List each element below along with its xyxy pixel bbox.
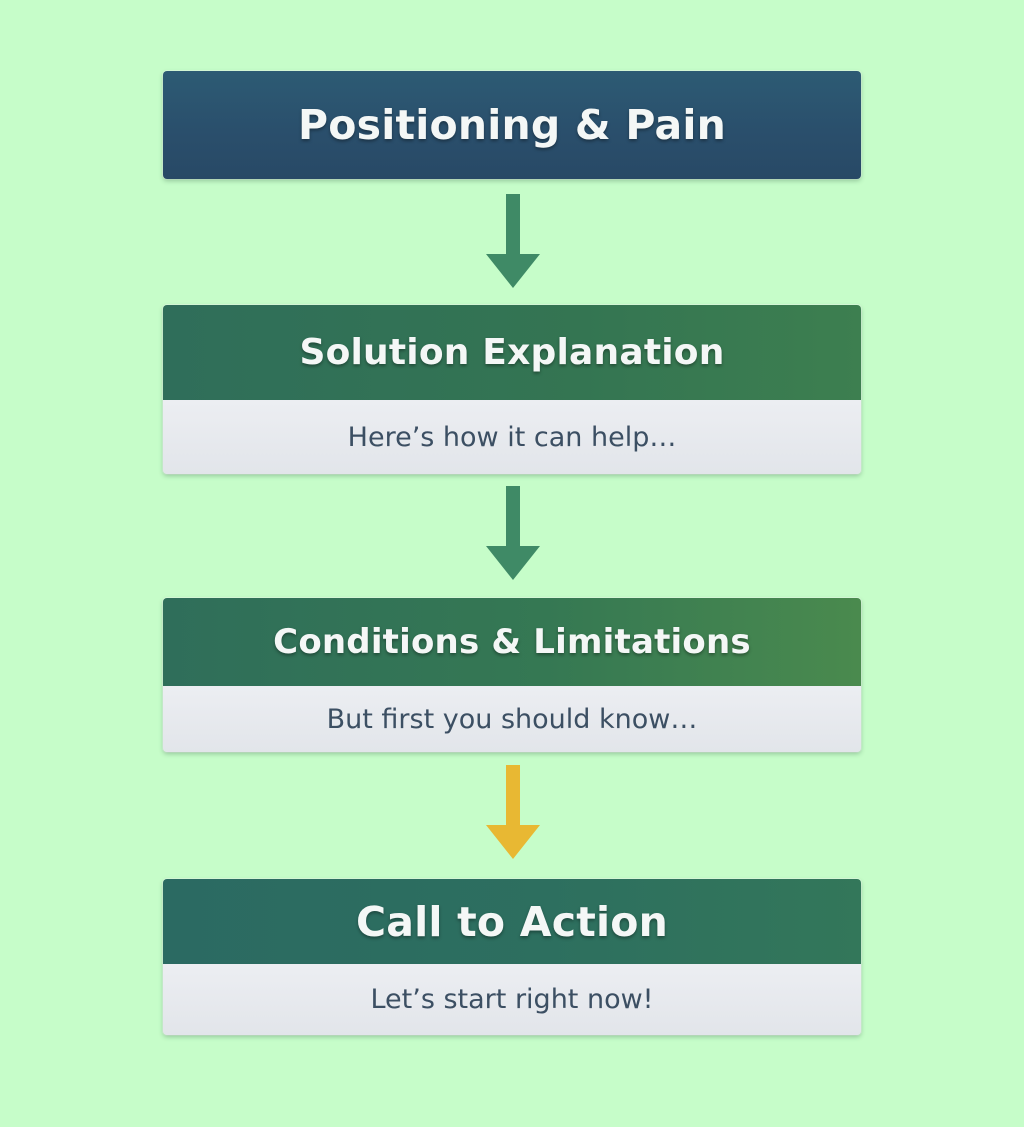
step-subtitle: Let’s start right now! (163, 964, 861, 1035)
arrow-down-icon (484, 486, 542, 582)
step-call-to-action: Call to Action Let’s start right now! (163, 879, 861, 1035)
step-subtitle: Here’s how it can help… (163, 400, 861, 474)
arrow-down-icon (484, 194, 542, 290)
step-subtitle: But first you should know… (163, 686, 861, 752)
step-title: Conditions & Limitations (163, 598, 861, 686)
step-solution-explanation: Solution Explanation Here’s how it can h… (163, 305, 861, 474)
step-positioning-pain: Positioning & Pain (163, 71, 861, 179)
arrow-down-icon (484, 765, 542, 861)
step-title: Positioning & Pain (163, 71, 861, 179)
step-title: Solution Explanation (163, 305, 861, 400)
step-conditions-limitations: Conditions & Limitations But first you s… (163, 598, 861, 752)
step-title: Call to Action (163, 879, 861, 964)
